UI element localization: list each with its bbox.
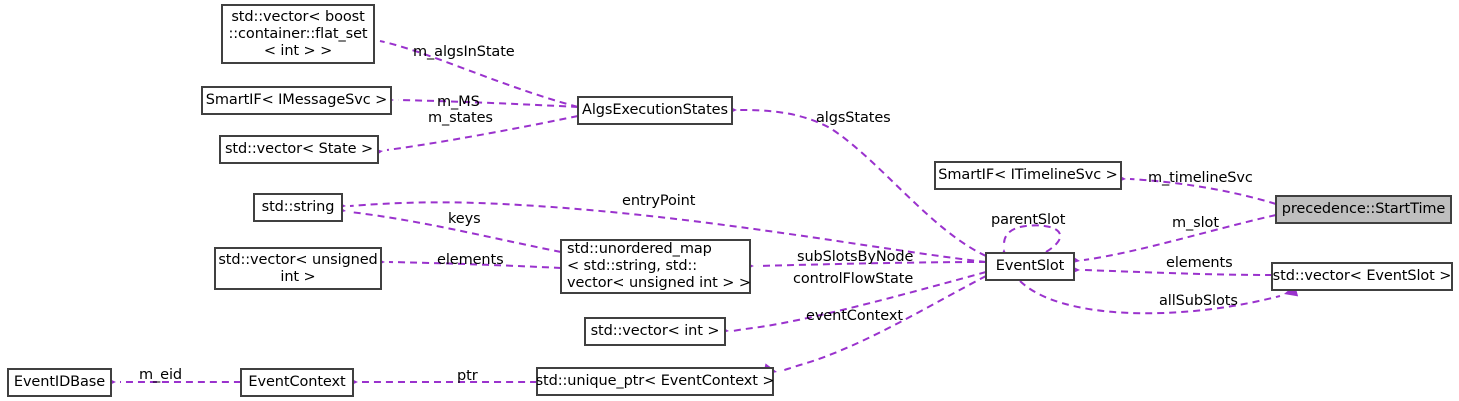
node-label: precedence::StartTime — [1281, 201, 1446, 217]
node-label: std::vector< EventSlot > — [1272, 268, 1452, 284]
node-label: EventSlot — [995, 258, 1065, 274]
edge-label-m_algsInState: m_algsInState — [413, 44, 515, 60]
edge-e-allSubSlots — [1019, 280, 1281, 315]
node-unordered_map[interactable]: std::unordered_map < std::string, std:: … — [560, 239, 751, 294]
edge-label-m_eid: m_eid — [139, 367, 183, 383]
edge-label-entryPoint: entryPoint — [622, 193, 696, 209]
node-label: AlgsExecutionStates — [582, 102, 728, 118]
node-label: EventIDBase — [13, 374, 106, 390]
node-label: std::vector< State > — [224, 141, 374, 157]
node-vector_uint[interactable]: std::vector< unsigned int > — [214, 247, 382, 290]
node-std_string[interactable]: std::string — [253, 193, 343, 222]
edge-label-keys: keys — [448, 211, 481, 227]
edge-label-subSlotsByNode: subSlotsByNode — [797, 249, 914, 265]
node-algsexecutionstates[interactable]: AlgsExecutionStates — [577, 96, 733, 125]
node-label: EventContext — [248, 374, 346, 390]
node-label: std::vector< unsigned int > — [218, 251, 378, 285]
edge-label-controlFlowState: controlFlowState — [793, 271, 914, 287]
edge-e-parentSlot — [1003, 224, 1062, 253]
node-vector_flatset[interactable]: std::vector< boost ::container::flat_set… — [221, 4, 375, 64]
edge-label-m_states: m_states — [428, 110, 493, 126]
edge-label-elements_right: elements — [1166, 255, 1233, 271]
edge-label-m_timelineSvc: m_timelineSvc — [1148, 170, 1253, 186]
edge-label-algsStates: algsStates — [816, 110, 891, 126]
edge-label-m_MS: m_MS — [437, 94, 480, 110]
node-startime[interactable]: precedence::StartTime — [1275, 195, 1452, 224]
node-label: std::unique_ptr< EventContext > — [535, 373, 775, 389]
node-label: SmartIF< IMessageSvc > — [205, 92, 388, 108]
node-label: std::vector< int > — [590, 323, 720, 339]
edge-e-mMS — [397, 99, 579, 108]
edge-label-allSubSlots: allSubSlots — [1159, 293, 1238, 309]
edge-label-elements_left: elements — [437, 252, 504, 268]
node-unique_ptr_eventcontext[interactable]: std::unique_ptr< EventContext > — [535, 367, 775, 396]
node-vector_eventslot[interactable]: std::vector< EventSlot > — [1271, 262, 1453, 291]
node-eventcontext[interactable]: EventContext — [240, 368, 354, 397]
node-label: std::string — [261, 199, 335, 215]
node-smartif_itimelinesvc[interactable]: SmartIF< ITimelineSvc > — [934, 161, 1122, 190]
node-vector_int[interactable]: std::vector< int > — [584, 317, 726, 346]
node-label: SmartIF< ITimelineSvc > — [938, 167, 1118, 183]
edge-label-m_slot: m_slot — [1172, 215, 1219, 231]
edge-label-parentSlot: parentSlot — [991, 212, 1066, 228]
edge-label-ptr: ptr — [457, 368, 478, 384]
node-label: std::unordered_map < std::string, std:: … — [567, 241, 751, 291]
node-eventslot[interactable]: EventSlot — [985, 252, 1075, 281]
edge-label-eventContext: eventContext — [806, 308, 903, 324]
node-eventidbase[interactable]: EventIDBase — [7, 368, 112, 397]
node-smartif_imessagesvc[interactable]: SmartIF< IMessageSvc > — [201, 86, 392, 115]
node-label: std::vector< boost ::container::flat_set… — [228, 8, 368, 59]
node-vector_state[interactable]: std::vector< State > — [219, 135, 379, 164]
